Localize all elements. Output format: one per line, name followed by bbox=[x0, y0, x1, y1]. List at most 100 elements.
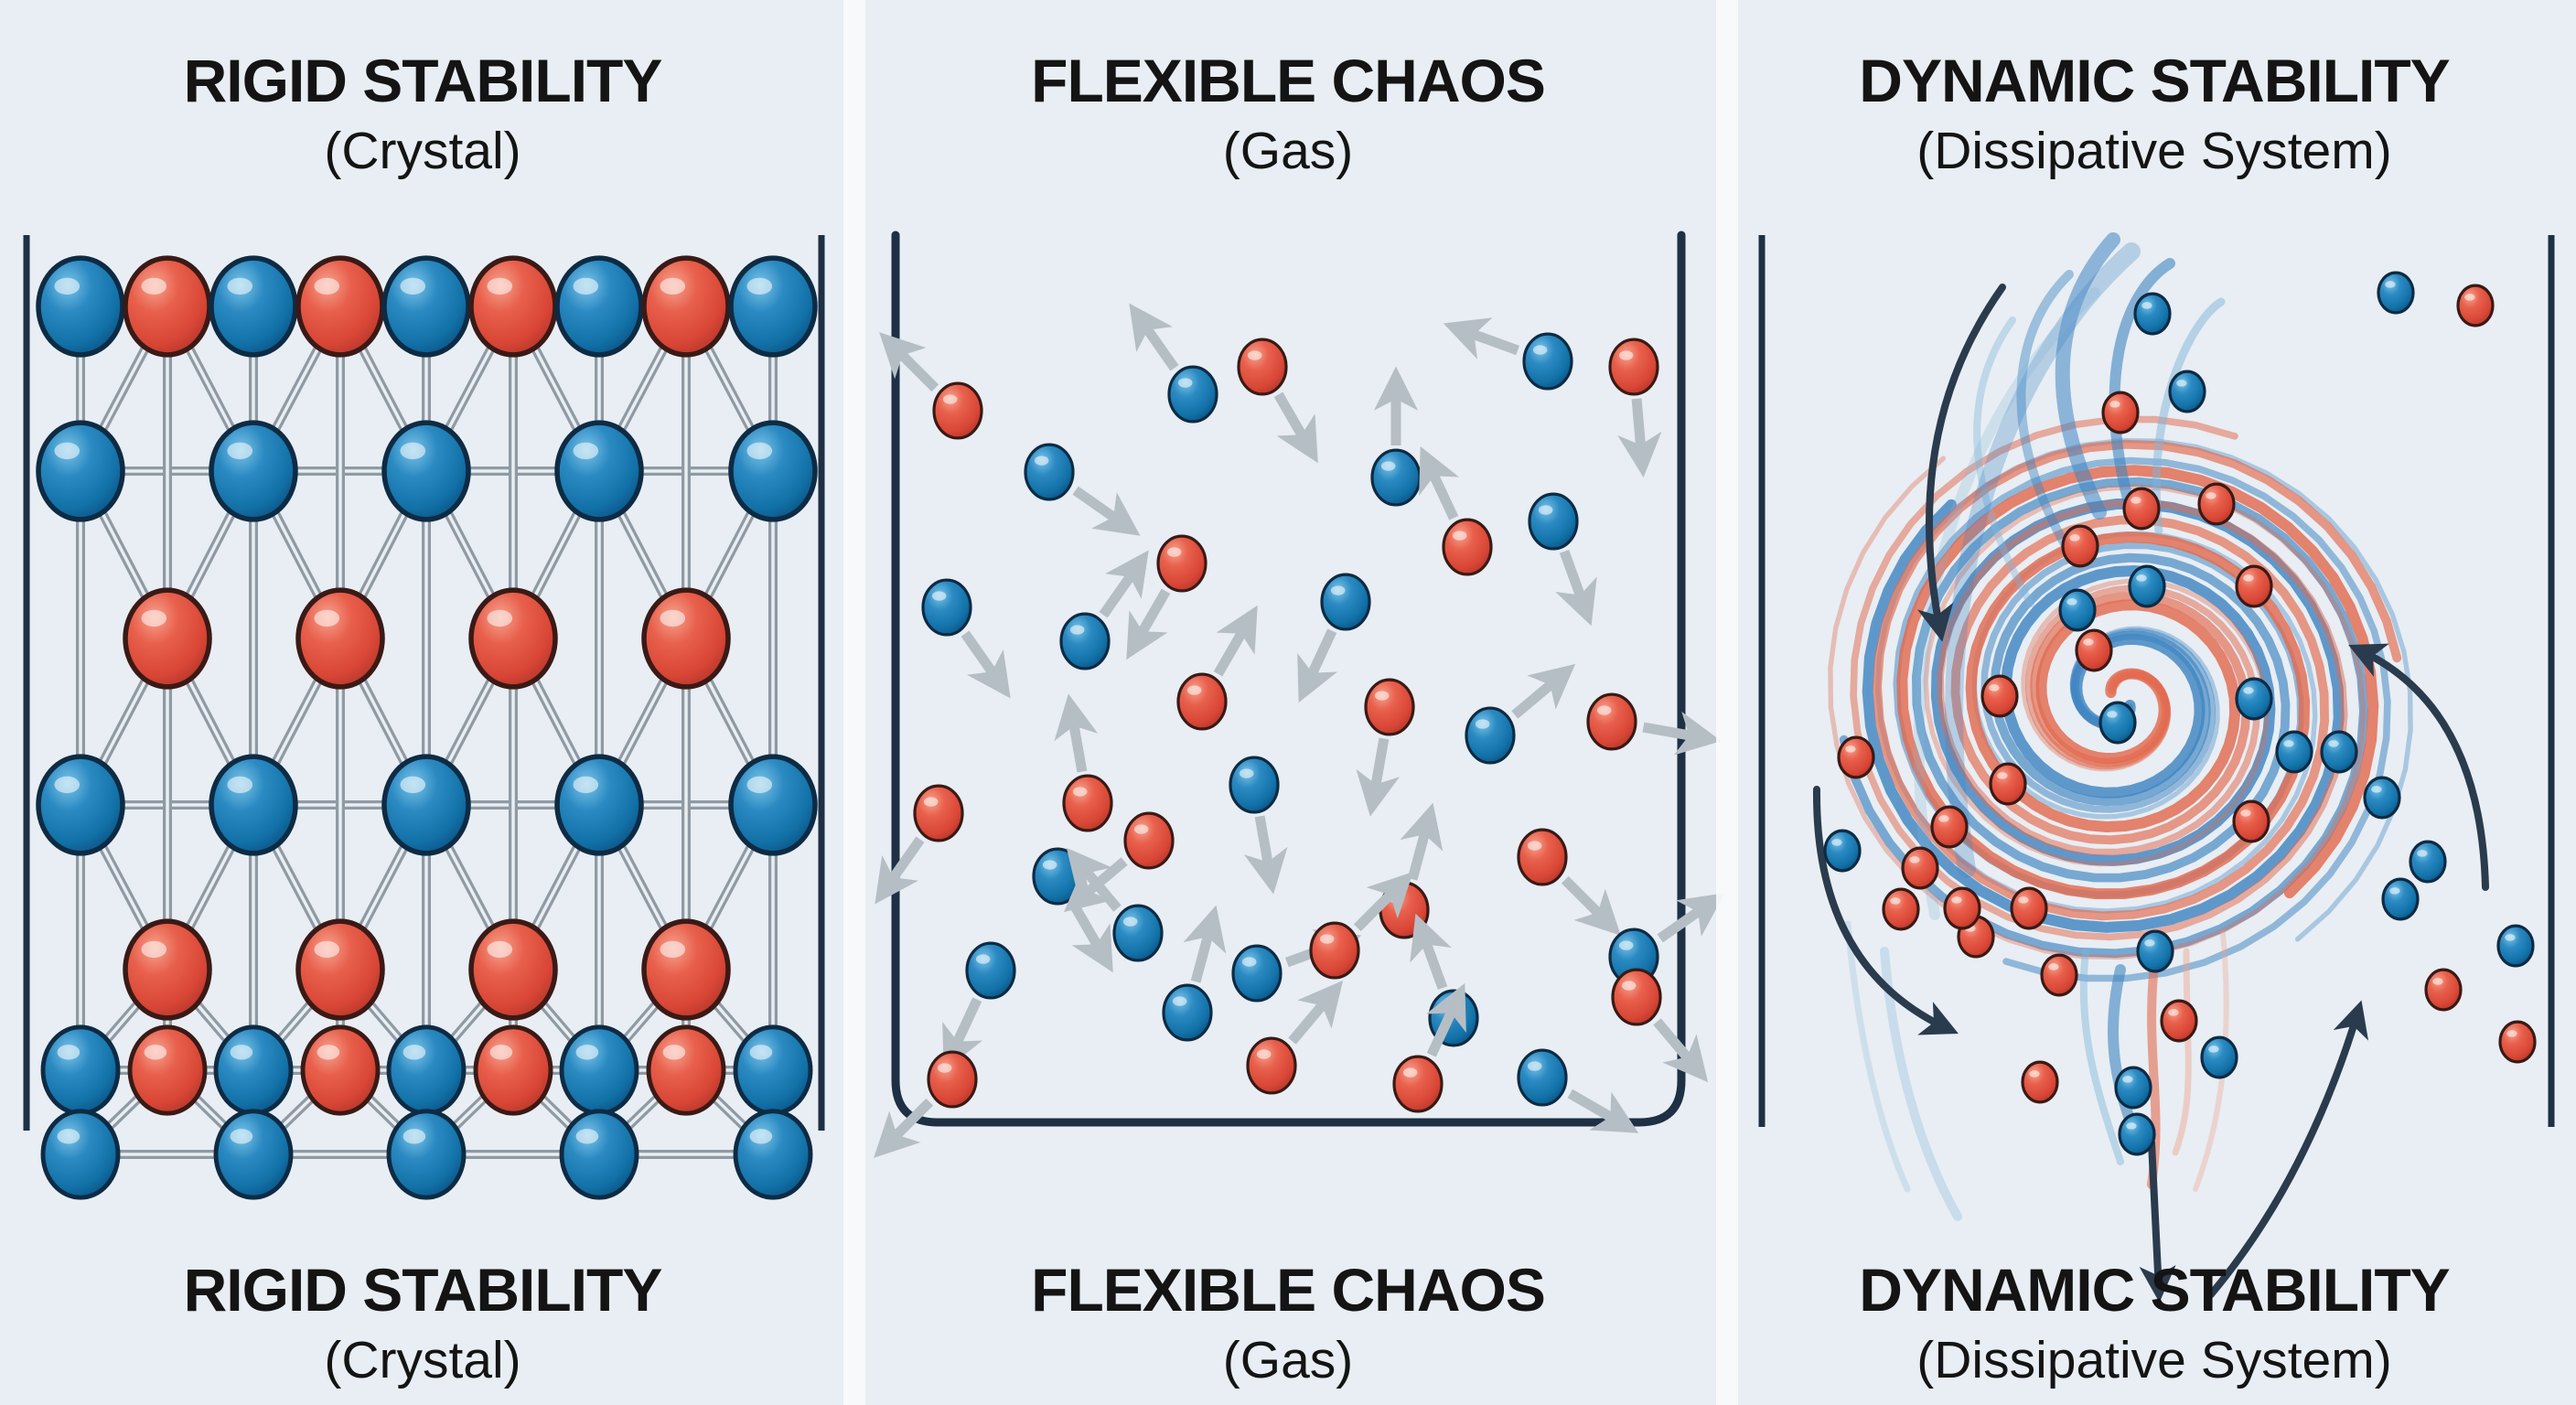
stream-streak bbox=[2016, 270, 2074, 553]
blue-particle bbox=[2409, 840, 2447, 884]
gas-container bbox=[891, 231, 1686, 1127]
title-dynamic-stability: DYNAMIC STABILITY bbox=[1859, 47, 2450, 114]
velocity-arrow bbox=[1617, 398, 1662, 478]
velocity-arrow bbox=[1567, 1089, 1639, 1133]
red-particle bbox=[1246, 1036, 1297, 1095]
flow-arrow bbox=[2207, 1000, 2369, 1298]
blue-particle bbox=[2200, 1035, 2238, 1079]
red-particle bbox=[295, 918, 385, 1021]
velocity-arrow bbox=[879, 332, 939, 392]
blue-particle bbox=[733, 1024, 813, 1116]
velocity-arrow bbox=[1099, 550, 1149, 618]
red-particle bbox=[2456, 284, 2495, 327]
blue-particle bbox=[921, 578, 972, 637]
velocity-arrow bbox=[1419, 445, 1460, 520]
vortex-swirl bbox=[1812, 232, 2537, 1303]
blue-particle bbox=[2377, 271, 2415, 315]
velocity-arrow bbox=[1183, 905, 1227, 983]
stream-streak bbox=[2055, 232, 2120, 520]
red-particle bbox=[2498, 1020, 2537, 1064]
red-particle bbox=[2160, 999, 2198, 1043]
blue-particle bbox=[40, 1024, 121, 1116]
blue-particle bbox=[2235, 677, 2273, 721]
spiral-arm bbox=[1828, 456, 2367, 960]
blue-particle bbox=[36, 754, 125, 856]
blue-particle bbox=[386, 1024, 467, 1116]
flow-arrow bbox=[1812, 786, 1959, 1035]
gas-panel bbox=[874, 231, 1725, 1158]
blue-particle bbox=[2136, 929, 2174, 973]
red-particle bbox=[1062, 774, 1113, 832]
blue-particle bbox=[1465, 706, 1516, 765]
red-particle bbox=[1611, 968, 1662, 1026]
red-particle bbox=[1586, 692, 1637, 751]
red-particle bbox=[1989, 762, 2027, 806]
title-flexible-chaos: FLEXIBLE CHAOS bbox=[1031, 47, 1546, 114]
blue-particle bbox=[386, 1109, 467, 1200]
blue-particle bbox=[728, 754, 818, 856]
red-particle bbox=[295, 587, 385, 690]
red-particle bbox=[1837, 735, 1875, 779]
blue-particle bbox=[1522, 332, 1573, 391]
velocity-arrow bbox=[1425, 982, 1466, 1057]
panel-title-gas-top: FLEXIBLE CHAOS (Gas) bbox=[876, 46, 1700, 183]
blue-particle bbox=[728, 420, 818, 522]
blue-particle bbox=[2496, 924, 2535, 968]
blue-particle bbox=[2363, 776, 2401, 820]
velocity-arrow bbox=[1054, 693, 1099, 773]
velocity-arrow bbox=[1410, 913, 1452, 990]
red-particle bbox=[932, 381, 983, 440]
blue-particle bbox=[2118, 1112, 2156, 1156]
blue-particle bbox=[1370, 448, 1422, 507]
blue-particle bbox=[381, 420, 471, 522]
red-particle bbox=[927, 1050, 978, 1109]
blue-particle bbox=[2058, 588, 2097, 632]
red-particle bbox=[123, 918, 212, 1021]
red-particle bbox=[2021, 1060, 2059, 1104]
title-dynamic-stability-bottom: DYNAMIC STABILITY bbox=[1859, 1256, 2450, 1324]
blue-particle bbox=[2381, 877, 2420, 921]
velocity-arrow bbox=[1657, 893, 1725, 943]
flow-arrow bbox=[1917, 284, 2006, 642]
red-particle bbox=[641, 587, 731, 690]
blue-particle bbox=[1032, 847, 1083, 906]
dissipative-frame bbox=[1758, 235, 2555, 1127]
subtitle-crystal: (Crystal) bbox=[324, 122, 521, 180]
red-particle bbox=[1156, 534, 1208, 593]
subtitle-crystal-bottom: (Crystal) bbox=[324, 1331, 521, 1389]
red-particle bbox=[2197, 482, 2236, 526]
subtitle-dissipative: (Dissipative System) bbox=[1916, 122, 2392, 180]
velocity-arrow bbox=[942, 997, 983, 1072]
red-particle bbox=[1980, 674, 2019, 718]
velocity-arrow bbox=[1353, 872, 1413, 932]
spiral-arm bbox=[1850, 415, 2348, 941]
velocity-arrow bbox=[1213, 605, 1258, 677]
title-flexible-chaos-bottom: FLEXIBLE CHAOS bbox=[1031, 1256, 1546, 1324]
red-particle bbox=[127, 1024, 208, 1116]
red-particle bbox=[2122, 487, 2161, 531]
velocity-arrow bbox=[1511, 663, 1576, 719]
panel-divider-1 bbox=[843, 0, 865, 1405]
red-particle bbox=[1309, 921, 1360, 980]
stream-streak bbox=[2109, 258, 2175, 518]
panel-title-dissipative-bottom: DYNAMIC STABILITY (Dissipative System) bbox=[1743, 1255, 2566, 1392]
blue-particle bbox=[1231, 944, 1283, 1003]
velocity-arrow bbox=[1068, 901, 1113, 973]
blue-particle bbox=[209, 420, 298, 522]
red-particle bbox=[1608, 338, 1659, 396]
red-particle bbox=[2101, 391, 2140, 434]
blue-particle bbox=[554, 754, 644, 856]
blue-particle bbox=[1517, 1048, 1568, 1107]
flow-arrow bbox=[2139, 1139, 2176, 1303]
blue-particle bbox=[36, 255, 125, 358]
velocity-arrow bbox=[1243, 815, 1288, 895]
blue-particle bbox=[2098, 701, 2137, 745]
velocity-arrow bbox=[1400, 802, 1444, 881]
velocity-arrow bbox=[1297, 628, 1338, 703]
panel-divider-2 bbox=[1716, 0, 1738, 1405]
stream-streak bbox=[1844, 920, 1911, 1193]
stream-streak bbox=[1913, 287, 2100, 920]
blue-particle bbox=[381, 754, 471, 856]
red-particle bbox=[295, 255, 385, 358]
blue-particle bbox=[40, 1109, 121, 1200]
